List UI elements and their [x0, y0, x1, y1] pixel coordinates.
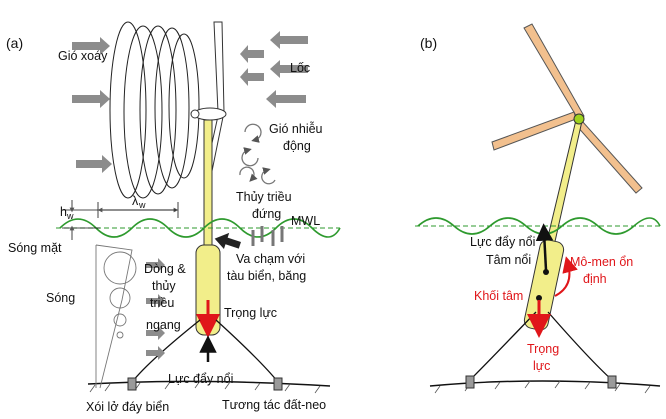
label-mwl: MWL — [291, 214, 320, 228]
gust-arrows — [240, 31, 308, 108]
label-va-cham-2: tàu biển, băng — [227, 269, 306, 283]
label-dong-4: ngang — [146, 318, 181, 332]
center-of-mass-dot — [536, 295, 542, 301]
label-b-khoi-tam: Khối tâm — [474, 289, 523, 303]
label-trong-luc: Trọng lực — [224, 306, 277, 320]
label-gio-nhieu-1: Gió nhiễu — [269, 121, 323, 136]
label-va-cham-1: Va chạm với — [236, 252, 305, 266]
label-dong-3: triều — [150, 296, 174, 310]
buoyancy-arrow-b — [535, 223, 554, 271]
tide-arrows — [251, 226, 284, 246]
label-song: Sóng — [46, 291, 75, 305]
wave-line-a — [59, 218, 341, 238]
label-dong-2: thủy — [152, 279, 176, 293]
seabed-b — [429, 375, 661, 394]
righting-moment-arc — [554, 256, 578, 297]
panel-a-tag: (a) — [6, 35, 23, 51]
label-gio-xoay: Gió xoáy — [58, 49, 108, 63]
label-loc: Lốc — [290, 61, 310, 75]
wave-height-subscript: w — [66, 211, 74, 221]
panel-b-tag: (b) — [420, 35, 437, 51]
wave-orbits — [95, 244, 137, 389]
label-tuong-tac: Tương tác đất-neo — [222, 398, 326, 412]
seabed-a — [87, 377, 331, 394]
turbulent-wind-coils — [109, 21, 200, 199]
turbine-rotor-b — [491, 23, 643, 194]
label-b-luc-day-noi: Lực đẩy nổi — [470, 235, 535, 249]
wave-dimensions — [62, 200, 179, 240]
label-b-trong-luc-1: Trọng — [527, 342, 559, 356]
wind-arrows-left — [72, 37, 112, 173]
label-b-mo-men-1: Mô-men ổn — [570, 255, 633, 269]
label-b-mo-men-2: định — [583, 272, 607, 286]
current-arrows — [146, 258, 165, 360]
label-dong-1: Dòng & — [144, 262, 186, 276]
wavelength-subscript: w — [138, 200, 146, 210]
hub-b — [573, 113, 585, 125]
label-b-tam-noi: Tâm nổi — [486, 253, 531, 267]
impact-arrow — [214, 232, 241, 250]
label-xoi-lo: Xói lở đáy biển — [86, 400, 169, 414]
center-of-buoyancy-dot — [543, 269, 549, 275]
label-song-mat: Sóng mặt — [8, 241, 62, 255]
label-gio-nhieu-2: động — [283, 139, 311, 153]
label-thuy-trieu-1: Thủy triều — [236, 190, 292, 204]
label-thuy-trieu-2: đứng — [252, 207, 281, 221]
label-b-trong-luc-2: lực — [533, 359, 550, 373]
wave-height-label: h — [60, 205, 67, 219]
turbulence-swirls — [239, 123, 276, 185]
label-luc-day-noi: Lực đẩy nổi — [168, 372, 233, 386]
wavelength-label: λ — [132, 194, 139, 208]
